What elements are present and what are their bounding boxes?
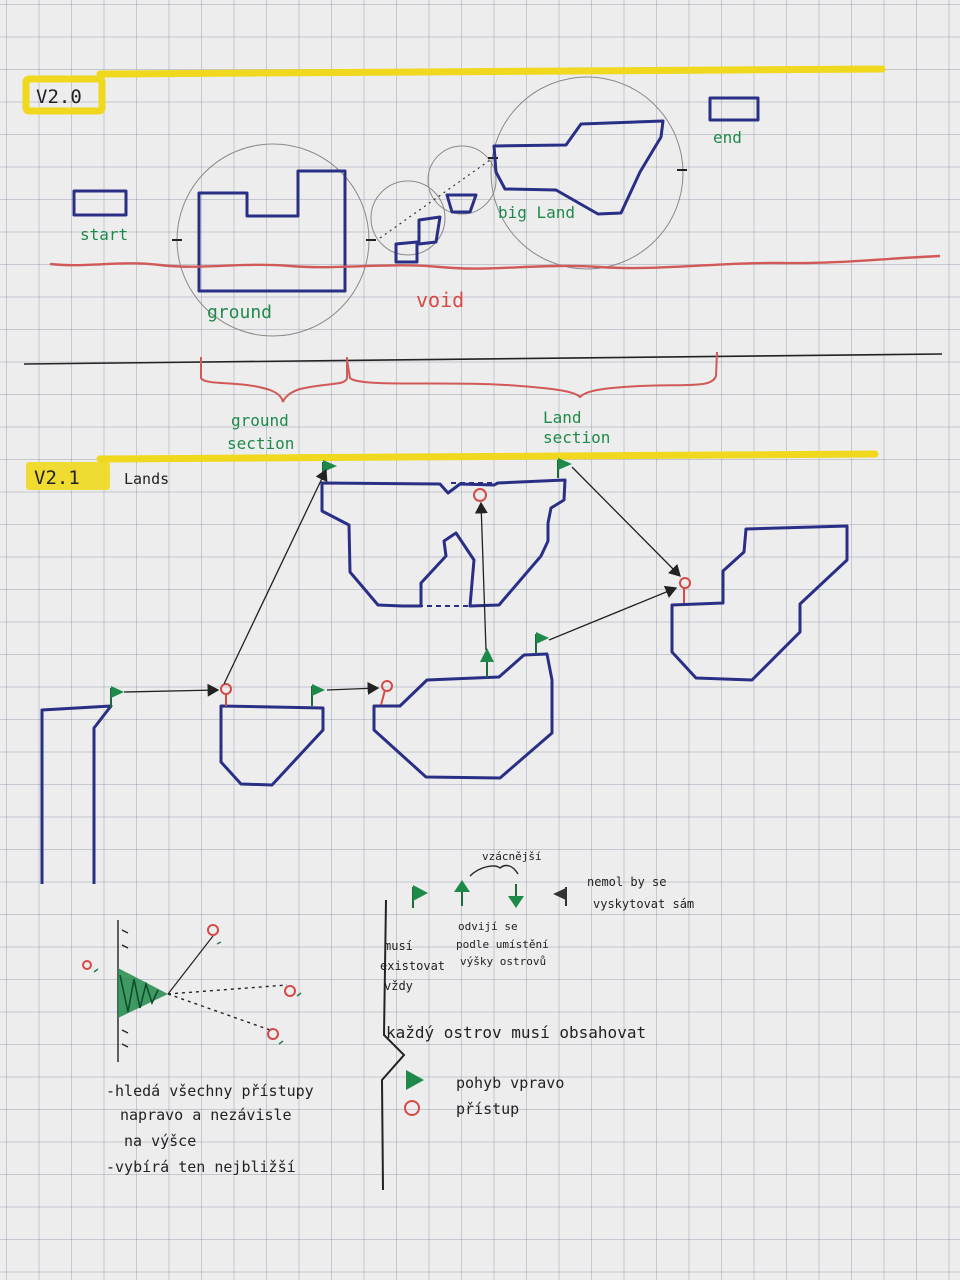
depends-label-2: podle umístění bbox=[456, 938, 549, 951]
target-circle-icon bbox=[207, 924, 219, 936]
access-circle-icon bbox=[679, 577, 691, 603]
depends-label-1: odvijí se bbox=[458, 920, 518, 933]
must-exist-label-1: musí bbox=[384, 939, 413, 953]
ground-range-circle bbox=[176, 143, 370, 337]
legend-access-icon bbox=[404, 1100, 420, 1116]
must-exist-label-3: vždy bbox=[384, 979, 413, 993]
version-box-v21 bbox=[26, 462, 110, 490]
target-circle-icon bbox=[267, 1028, 279, 1040]
access-circle-icon bbox=[473, 488, 487, 502]
step-island-1 bbox=[394, 240, 419, 264]
v20-header: V2.0 bbox=[22, 65, 886, 115]
connection-arrows bbox=[123, 466, 681, 697]
small-range-circle-1 bbox=[370, 180, 446, 256]
access-marker-group bbox=[220, 488, 691, 706]
void-line bbox=[49, 254, 941, 270]
small-range-circle-2 bbox=[427, 145, 497, 215]
big-land-shape bbox=[492, 119, 665, 216]
access-circle-icon bbox=[380, 680, 393, 706]
flag-right-icon bbox=[311, 684, 325, 706]
could-not-self-label-1: nemol by se bbox=[587, 875, 666, 889]
end-label: end bbox=[713, 128, 742, 147]
must-exist-label-2: existovat bbox=[380, 959, 445, 973]
ground-section-label-2: section bbox=[227, 434, 294, 453]
arrow-up-flag-icon bbox=[480, 648, 494, 678]
flag-right-icon bbox=[110, 686, 124, 708]
could-not-self-label-2: vyskytovat sám bbox=[593, 897, 694, 911]
legend-arrow-up-icon bbox=[454, 880, 470, 906]
legend-move-right-icon bbox=[406, 1070, 424, 1090]
rarer-label: vzácnější bbox=[482, 850, 542, 863]
land-section-brace bbox=[346, 351, 718, 399]
every-island-label: každý ostrov musí obsahovat bbox=[386, 1023, 646, 1042]
void-label: void bbox=[416, 288, 464, 312]
access-circle-icon bbox=[220, 683, 232, 706]
search-note-3: na výšce bbox=[124, 1132, 196, 1150]
start-platform bbox=[72, 189, 128, 217]
flag-right-icon bbox=[322, 460, 337, 480]
depends-label-3: výšky ostrovů bbox=[460, 955, 546, 968]
origin-circle-icon bbox=[82, 960, 92, 970]
big-land-label: big Land bbox=[498, 203, 575, 222]
island-right bbox=[670, 524, 849, 682]
ground-label: ground bbox=[207, 302, 272, 323]
ground-section-label-1: ground bbox=[231, 411, 289, 430]
search-note-1: -hledá všechny přístupy bbox=[106, 1082, 314, 1100]
highlighter-line-mid bbox=[96, 450, 879, 463]
bigland-range-circle bbox=[490, 76, 684, 270]
v21-header: V2.1 Lands bbox=[26, 450, 879, 490]
island-medium bbox=[372, 652, 554, 780]
search-diagram bbox=[82, 920, 302, 1062]
version-label-v21: V2.1 bbox=[34, 467, 80, 489]
step-island-1b bbox=[417, 215, 442, 246]
legend-area: vzácnější nemol by se vyskytovat sám mus… bbox=[380, 850, 694, 1191]
version-label-v20: V2.0 bbox=[36, 86, 82, 108]
highlighter-line-top bbox=[96, 65, 886, 78]
search-triangle-icon bbox=[118, 968, 168, 1018]
section-divider bbox=[23, 353, 943, 365]
start-label: start bbox=[80, 225, 128, 244]
move-right-label: pohyb vpravo bbox=[456, 1074, 564, 1092]
access-label: přístup bbox=[456, 1100, 519, 1118]
legend-flag-right-icon bbox=[412, 885, 428, 908]
search-note-2: napravo a nezávisle bbox=[120, 1106, 292, 1124]
end-platform bbox=[708, 96, 760, 122]
flag-right-icon bbox=[535, 632, 549, 654]
version-box-v20 bbox=[22, 75, 106, 115]
target-circle-icon bbox=[284, 985, 296, 997]
step-island-2 bbox=[445, 193, 478, 214]
legend-arrow-down-icon bbox=[508, 884, 524, 908]
lands-label: Lands bbox=[124, 470, 169, 488]
ground-section-brace bbox=[200, 357, 348, 403]
island-small bbox=[219, 704, 325, 787]
flag-marker-group bbox=[110, 458, 572, 708]
left-pillar bbox=[40, 704, 113, 884]
flag-right-icon bbox=[557, 458, 572, 478]
land-section-label-1: Land bbox=[543, 408, 582, 427]
search-note-4: -vybírá ten nejbližší bbox=[106, 1158, 296, 1176]
ground-shape bbox=[197, 169, 347, 293]
island-arch bbox=[320, 478, 567, 608]
land-section-label-2: section bbox=[543, 428, 610, 447]
legend-flag-left-icon bbox=[553, 887, 567, 906]
dotted-path bbox=[379, 159, 491, 239]
legend-divider bbox=[380, 899, 406, 1191]
